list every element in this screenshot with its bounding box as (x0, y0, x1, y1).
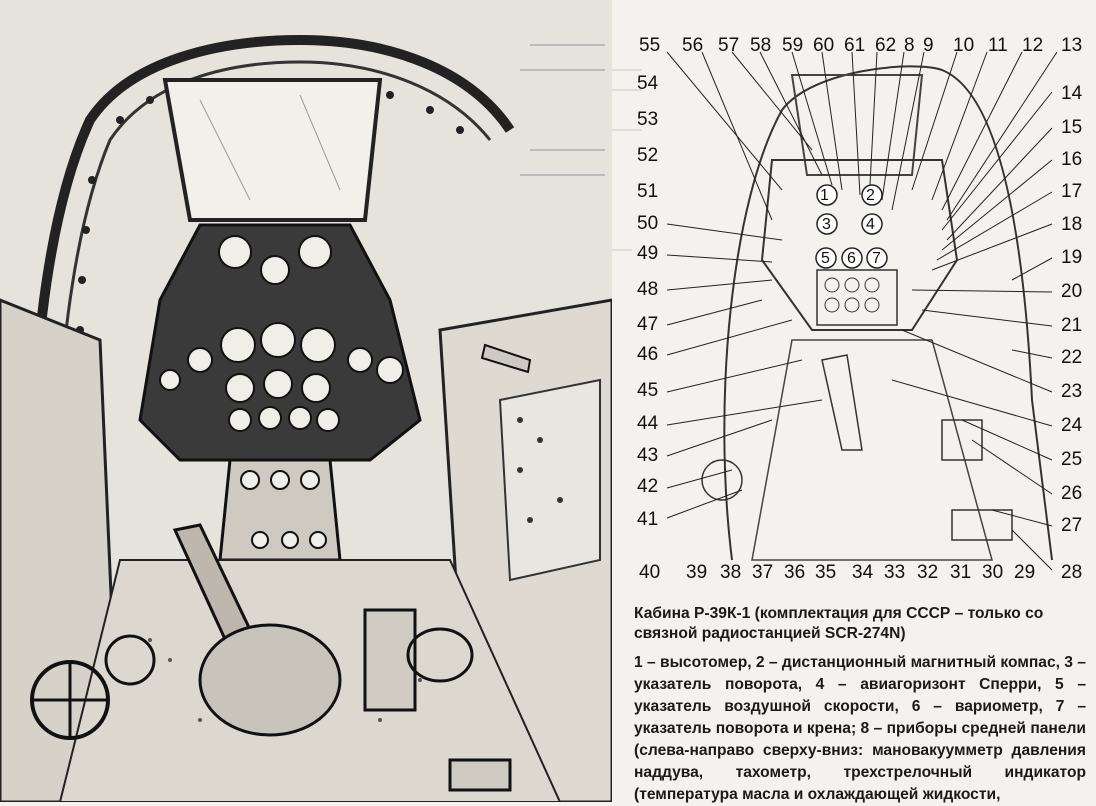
caption-title: Кабина Р-39К-1 (комплектация для СССР – … (634, 605, 1044, 642)
callout-label: 59 (782, 35, 804, 56)
callout-label: 31 (950, 562, 972, 583)
callout-label: 35 (815, 562, 837, 583)
instrument-callout: 1 (820, 187, 829, 204)
callout-label: 15 (1061, 117, 1083, 138)
callout-label: 13 (1061, 35, 1083, 56)
callout-label: 58 (750, 35, 772, 56)
callout-label: 41 (637, 509, 659, 530)
callout-label: 33 (884, 562, 906, 583)
callout-label: 48 (637, 279, 659, 300)
callout-label: 11 (988, 35, 1008, 56)
callout-label: 21 (1061, 315, 1083, 336)
callout-label: 27 (1061, 515, 1083, 536)
callout-label: 14 (1061, 83, 1083, 104)
callout-label: 40 (639, 562, 661, 583)
callout-label: 60 (813, 35, 835, 56)
callout-label: 18 (1061, 214, 1083, 235)
callout-label: 32 (917, 562, 939, 583)
figure-caption: Кабина Р-39К-1 (комплектация для СССР – … (634, 604, 1086, 806)
caption-body: 1 – высотомер, 2 – дистанционный магнитн… (634, 654, 1086, 803)
callout-label: 38 (720, 562, 742, 583)
callout-label: 49 (637, 243, 659, 264)
instrument-callout: 3 (822, 216, 831, 233)
callout-label: 47 (637, 314, 659, 335)
instrument-callout: 6 (847, 250, 856, 267)
callout-label: 44 (637, 413, 659, 434)
callout-label: 16 (1061, 149, 1083, 170)
callout-label: 57 (718, 35, 740, 56)
callout-label: 8 (904, 35, 915, 56)
callout-label: 62 (875, 35, 897, 56)
callout-label: 23 (1061, 381, 1083, 402)
callout-label: 42 (637, 476, 659, 497)
callout-label: 12 (1022, 35, 1044, 56)
callout-label: 10 (953, 35, 975, 56)
instrument-callout: 4 (866, 216, 875, 233)
callout-label: 24 (1061, 415, 1083, 436)
callout-label: 25 (1061, 449, 1083, 470)
callout-label: 46 (637, 344, 659, 365)
callout-label: 39 (686, 562, 708, 583)
callout-label: 34 (852, 562, 874, 583)
callout-label: 29 (1014, 562, 1036, 583)
callout-label: 9 (923, 35, 934, 56)
callout-label: 19 (1061, 247, 1083, 268)
callout-label: 54 (637, 73, 659, 94)
callout-label: 17 (1061, 181, 1083, 202)
callout-label: 61 (844, 35, 866, 56)
callout-label: 30 (982, 562, 1004, 583)
callout-label: 55 (639, 35, 661, 56)
callout-label: 50 (637, 213, 659, 234)
callout-label: 43 (637, 445, 659, 466)
instrument-callout: 2 (866, 187, 875, 204)
callout-label: 45 (637, 380, 659, 401)
callout-label: 52 (637, 145, 659, 166)
callout-label: 51 (637, 181, 659, 202)
callout-label: 22 (1061, 347, 1083, 368)
callout-label: 36 (784, 562, 806, 583)
callout-label: 20 (1061, 281, 1083, 302)
callout-label: 37 (752, 562, 774, 583)
cockpit-diagram (612, 0, 1096, 600)
cockpit-line-drawing (612, 0, 1096, 600)
callout-label: 56 (682, 35, 704, 56)
cockpit-drawing (0, 34, 612, 802)
cockpit-illustration (0, 0, 612, 802)
callout-label: 26 (1061, 483, 1083, 504)
instrument-callout: 5 (821, 250, 830, 267)
callout-label: 53 (637, 109, 659, 130)
callout-label: 28 (1061, 562, 1083, 583)
instrument-callout: 7 (872, 250, 881, 267)
